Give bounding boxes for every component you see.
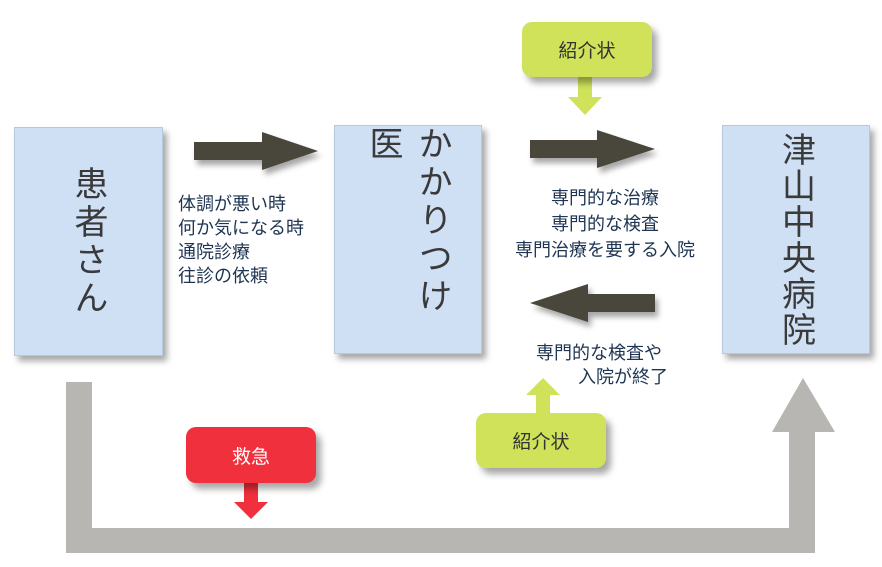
node-patient-label: 患者さん: [68, 165, 108, 318]
node-hospital: 津山中央病院: [722, 125, 870, 354]
arrow-referral-up: [526, 378, 560, 414]
arrow-emergency-down: [234, 482, 268, 519]
tag-referral-bottom: 紹介状: [476, 413, 606, 468]
arrow-hospital-to-clinic: [530, 284, 655, 322]
tag-emergency: 救急: [186, 427, 316, 483]
label-line: 専門的な検査や: [536, 343, 662, 364]
label-line: 体調が悪い時: [178, 194, 286, 215]
label-line: 往診の依頼: [178, 266, 268, 287]
tag-referral-top: 紹介状: [522, 22, 652, 77]
arrow-referral-down: [568, 76, 602, 115]
label-line: 専門的な検査: [551, 214, 659, 235]
node-patient: 患者さん: [14, 127, 163, 356]
label-line: 専門的な治療: [551, 188, 659, 209]
label-patient-to-clinic: 体調が悪い時 何か気になる時 通院診療 往診の依頼: [178, 193, 304, 289]
node-hospital-label: 津山中央病院: [775, 131, 816, 348]
label-line: 通院診療: [178, 242, 250, 263]
arrow-patient-to-clinic: [194, 132, 318, 170]
label-line: 専門治療を要する入院: [515, 240, 695, 261]
node-clinic: かかりつけ医: [334, 125, 482, 354]
label-line: 何か気になる時: [178, 218, 304, 239]
emergency-path-arrow: [66, 378, 835, 553]
label-line: 入院が終了: [578, 367, 668, 388]
arrow-clinic-to-hospital: [530, 130, 655, 168]
node-clinic-label: かかりつけ医: [363, 126, 452, 316]
label-clinic-to-hospital: 専門的な治療 専門的な検査 専門治療を要する入院: [500, 186, 710, 264]
label-hospital-to-clinic: 専門的な検査や 入院が終了: [536, 342, 668, 390]
